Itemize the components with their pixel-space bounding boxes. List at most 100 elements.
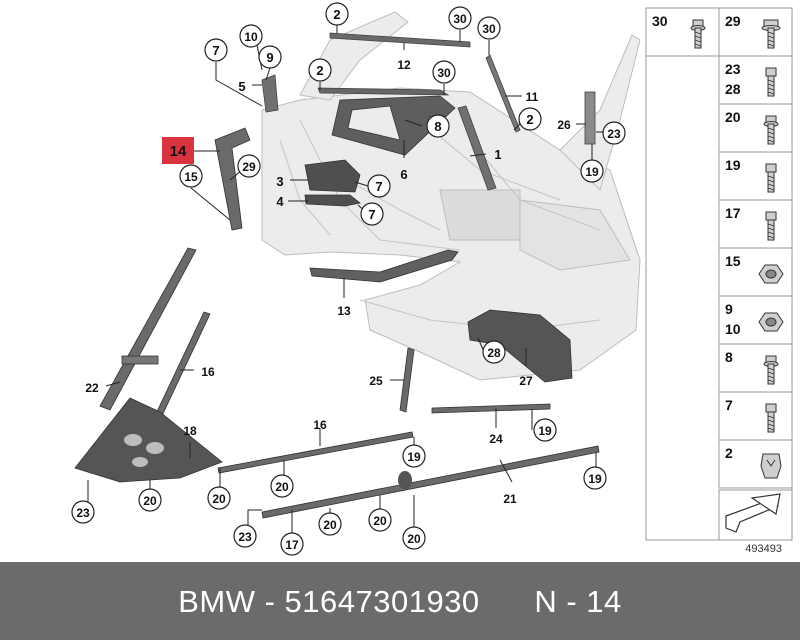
callout-label: 4 <box>276 194 284 209</box>
plate-hole <box>146 442 164 454</box>
callout-2: 2 <box>325 2 349 26</box>
callout-label: 17 <box>285 538 299 552</box>
callout-16: 16 <box>313 418 327 432</box>
legend-label: 2 <box>725 445 733 461</box>
callout-label: 5 <box>238 79 245 94</box>
callout-21: 21 <box>503 492 517 506</box>
legend-cell <box>718 55 793 105</box>
callout-3: 3 <box>276 174 283 189</box>
part-14-panel <box>214 127 251 231</box>
callout-label: 1 <box>494 147 501 162</box>
callout-label: 8 <box>434 119 441 134</box>
callout-22: 22 <box>85 381 99 395</box>
legend-label: 15 <box>725 253 741 269</box>
callout-7: 7 <box>360 202 384 226</box>
hex-bolt-icon <box>690 19 706 49</box>
callout-label: 16 <box>201 365 215 379</box>
part-5-bracket <box>261 74 279 113</box>
callout-26: 26 <box>557 118 571 132</box>
plate-hole <box>132 457 148 467</box>
callout-label: 22 <box>85 381 99 395</box>
legend-cell <box>718 151 793 201</box>
callout-circle <box>367 174 391 198</box>
callout-12: 12 <box>397 58 411 72</box>
callout-label: 3 <box>276 174 283 189</box>
callout-label: 26 <box>557 118 571 132</box>
callout-label: 23 <box>607 127 621 141</box>
callout-30: 30 <box>448 6 472 30</box>
callout-label: 7 <box>212 43 219 58</box>
callout-10: 10 <box>239 24 263 48</box>
callout-circle <box>325 2 349 26</box>
callout-label: 13 <box>337 304 351 318</box>
part-25-bracket <box>399 347 415 413</box>
callout-label: 28 <box>487 346 501 360</box>
callout-circle <box>258 45 282 69</box>
callout-8: 8 <box>426 114 450 138</box>
callout-19: 19 <box>533 418 557 442</box>
callout-11: 11 <box>526 90 539 104</box>
highlight-box <box>162 137 194 164</box>
clip-nut-icon <box>760 453 782 479</box>
legend-cell <box>645 7 720 57</box>
footer-part-number: BMW - 51647301930 N - 14 <box>178 584 622 619</box>
callout-30: 30 <box>432 60 456 84</box>
callout-18: 18 <box>183 424 197 438</box>
part-13-brace <box>309 249 459 283</box>
part-21-mount <box>398 471 412 489</box>
callout-19: 19 <box>402 444 426 468</box>
legend-label: 10 <box>725 321 741 337</box>
callout-label: 2 <box>316 63 323 78</box>
callout-24: 24 <box>489 432 503 446</box>
callout-23: 23 <box>71 500 95 524</box>
callout-circle <box>448 6 472 30</box>
callout-25: 25 <box>369 374 383 388</box>
callout-label: 6 <box>400 167 407 182</box>
flange-screw-icon <box>761 19 781 49</box>
legend-label: 9 <box>725 301 733 317</box>
callout-5: 5 <box>238 79 245 94</box>
callout-label: 11 <box>526 90 539 104</box>
part-4-bracket <box>304 194 361 207</box>
callout-label: 19 <box>407 450 421 464</box>
callout-20: 20 <box>318 512 342 536</box>
legend-cell <box>718 7 793 57</box>
legend-label: 7 <box>725 397 733 413</box>
callout-16: 16 <box>201 365 215 379</box>
callout-label: 23 <box>76 506 90 520</box>
part-11-rod <box>485 54 521 133</box>
callout-circle <box>71 500 95 524</box>
callout-label: 19 <box>585 165 599 179</box>
part-21-rod <box>261 445 600 519</box>
callout-15: 15 <box>179 164 203 188</box>
callout-label: 12 <box>397 58 411 72</box>
hex-nut-icon <box>758 312 784 332</box>
legend-label: 23 <box>725 61 741 77</box>
callout-2: 2 <box>518 107 542 131</box>
callout-label: 20 <box>407 532 421 546</box>
callout-label: 20 <box>275 480 289 494</box>
callout-label: 27 <box>519 374 533 388</box>
callout-23: 23 <box>602 121 626 145</box>
part-26-strut <box>584 91 596 145</box>
callout-label: 20 <box>323 518 337 532</box>
callout-circle <box>482 340 506 364</box>
part-22-strut <box>99 247 197 411</box>
callout-20: 20 <box>207 486 231 510</box>
callout-circle <box>308 58 332 82</box>
callout-label: 2 <box>333 7 340 22</box>
callout-23: 23 <box>233 524 257 548</box>
legend-cell <box>718 199 793 249</box>
torx-screw-icon <box>765 67 777 97</box>
torx-screw-icon <box>765 163 777 193</box>
callout-label: 20 <box>373 514 387 528</box>
footer-bar: BMW - 51647301930 N - 14 <box>0 562 800 640</box>
callout-label: 7 <box>375 179 382 194</box>
legend-label: 19 <box>725 157 741 173</box>
part-22-mount <box>121 355 159 365</box>
callout-circle <box>280 532 304 556</box>
callout-label: 15 <box>184 170 198 184</box>
callout-label: 20 <box>212 492 226 506</box>
